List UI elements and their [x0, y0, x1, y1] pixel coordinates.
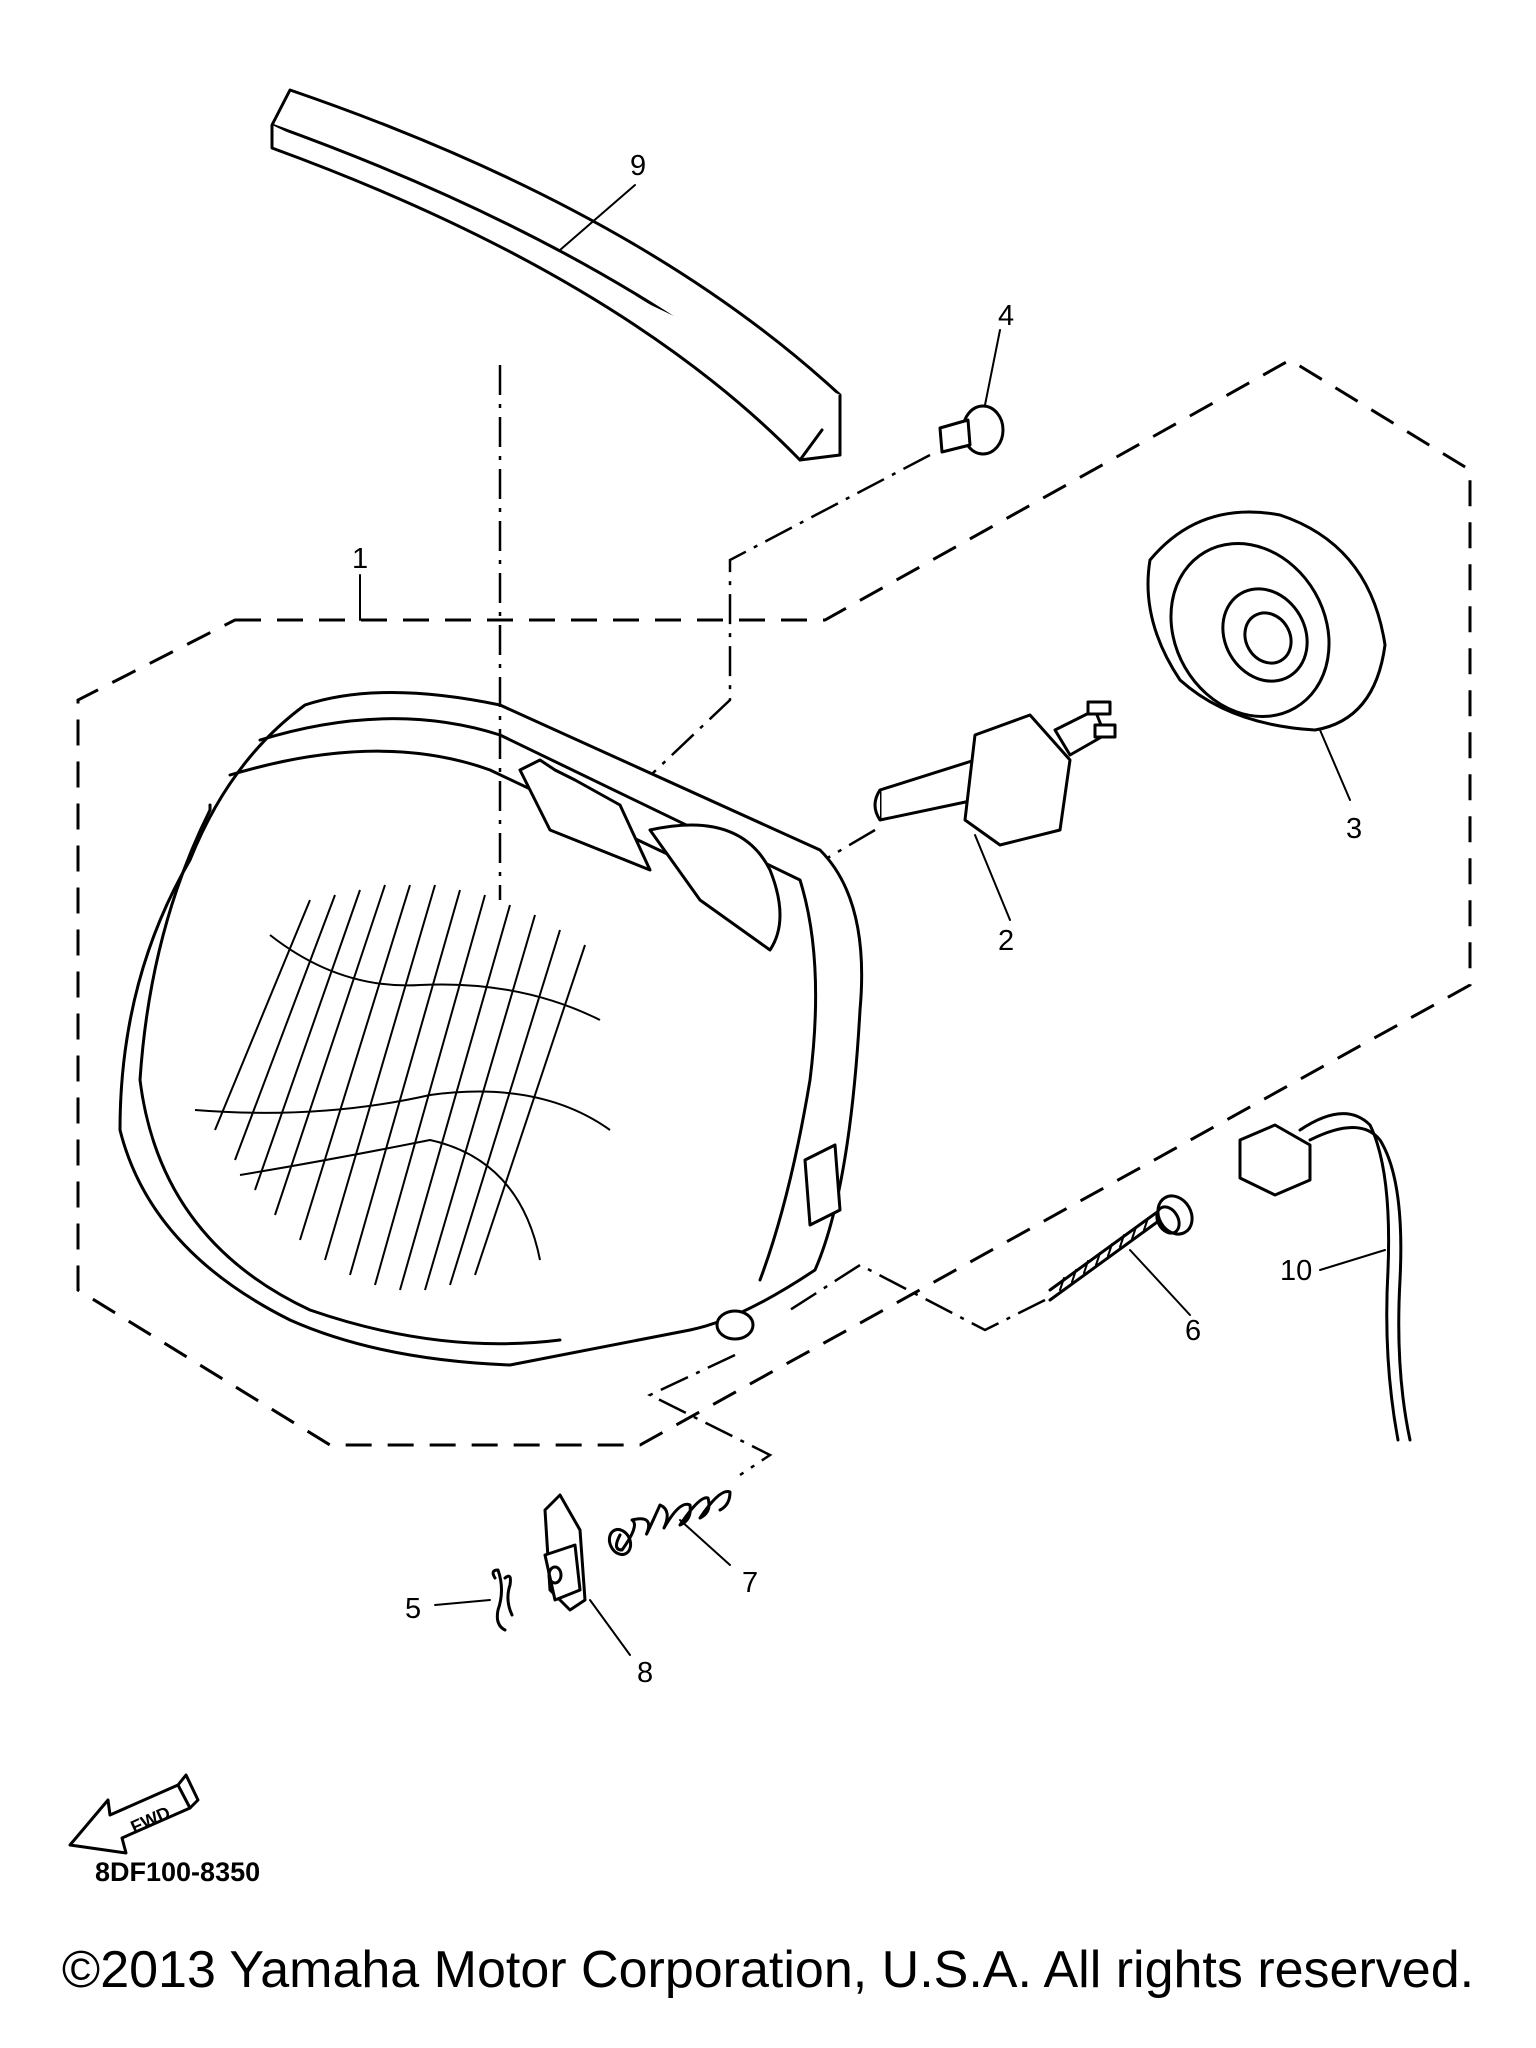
callout-3: 3: [1346, 813, 1362, 845]
callout-8: 8: [637, 1657, 653, 1689]
cotter-pin-part: [491, 1568, 514, 1632]
chain-line-7: [647, 1353, 773, 1477]
rivet-part: [938, 404, 1005, 456]
leader-line-4: [984, 329, 1001, 406]
wire-connector-part: [1238, 1112, 1412, 1442]
leader-line-8: [589, 1599, 631, 1656]
callout-2: 2: [998, 925, 1014, 957]
callout-9: 9: [630, 150, 646, 182]
headlight-bulb-part: [873, 700, 1117, 847]
callout-10: 10: [1280, 1255, 1312, 1287]
copyright-notice: ©2013 Yamaha Motor Corporation, U.S.A. A…: [61, 1941, 1475, 1999]
callout-6: 6: [1185, 1315, 1201, 1347]
chain-line-4: [634, 453, 931, 791]
callout-4: 4: [998, 300, 1014, 332]
visor-panel-part: [270, 88, 842, 462]
adjusting-screw-part: [1048, 1194, 1194, 1302]
chain-line-2: [789, 828, 876, 882]
callout-1: 1: [352, 543, 368, 575]
socket-cover-part: [1146, 510, 1387, 732]
headlight-unit-part: [118, 691, 864, 1367]
leader-line-2: [974, 834, 1011, 921]
leader-line-6: [1129, 1249, 1191, 1316]
spring-part: [607, 1490, 732, 1557]
diagram-code: 8DF100-8350: [95, 1857, 261, 1887]
lens-pattern: [194, 884, 611, 1291]
leader-line-3: [1319, 729, 1351, 801]
callout-7: 7: [742, 1567, 758, 1599]
assembly-boundary: [76, 358, 1472, 1447]
callout-5: 5: [405, 1593, 421, 1625]
leader-line-7: [679, 1519, 731, 1566]
chain-line-6: [789, 1263, 1046, 1332]
leader-line-5: [434, 1599, 491, 1606]
leader-line-9: [559, 184, 636, 251]
clip-nut-part: [543, 1493, 587, 1612]
forward-arrow-icon: FWD: [68, 1773, 200, 1855]
leader-line-10: [1319, 1249, 1386, 1271]
